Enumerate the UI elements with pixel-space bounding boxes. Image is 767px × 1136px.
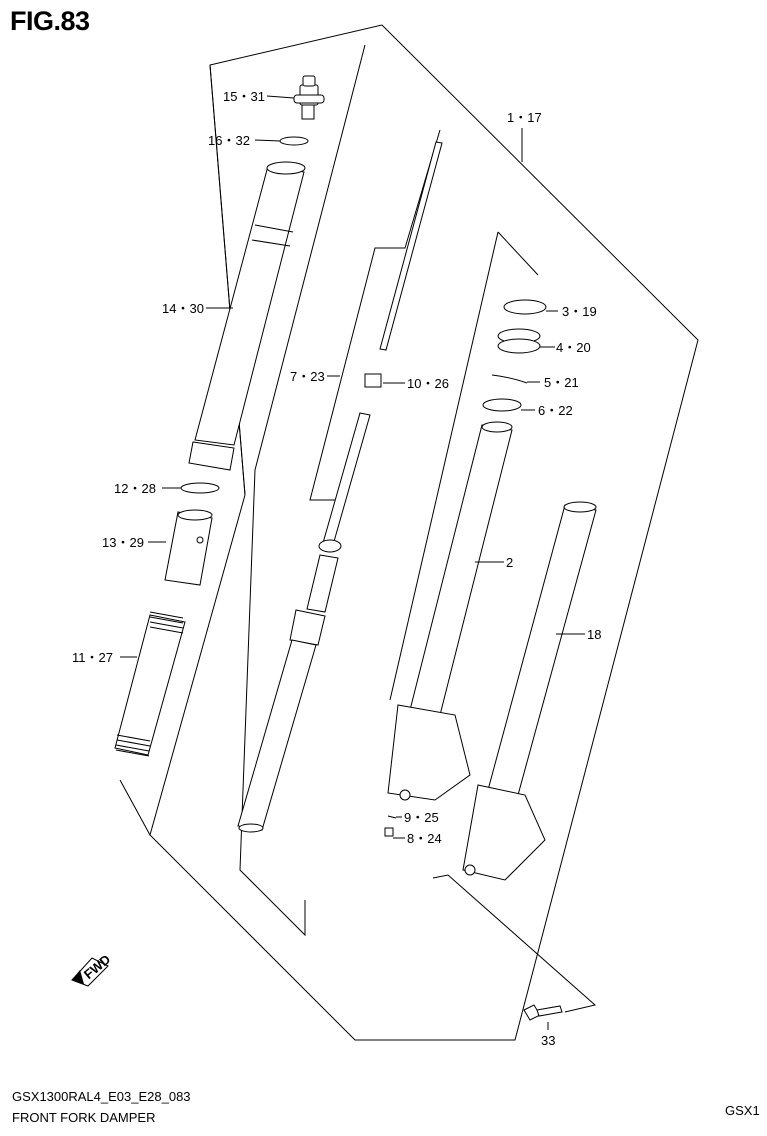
rod-frame <box>309 129 441 501</box>
part-2-fork-tube <box>387 421 513 801</box>
label-16-32: 16・32 <box>208 133 250 148</box>
tube-frame <box>389 231 499 701</box>
bolt-leader-frame <box>432 874 597 1013</box>
part-12-o-ring <box>180 482 220 494</box>
label-11-27: 11・27 <box>72 650 113 665</box>
label-15-31: 15・31 <box>223 89 265 104</box>
part-16-o-ring <box>279 136 309 146</box>
part-8-screw <box>384 827 394 837</box>
label-12-28: 12・28 <box>114 481 156 496</box>
label-5-21: 5・21 <box>544 375 579 390</box>
label-9-25: 9・25 <box>404 810 439 825</box>
figure-title: FIG.83 <box>10 6 90 36</box>
label-8-24: 8・24 <box>407 831 442 846</box>
part-9-washer <box>387 815 397 819</box>
leader-lines <box>120 95 585 1030</box>
part-7-damper-rod <box>237 141 443 833</box>
label-13-29: 13・29 <box>102 535 144 550</box>
part-4-oil-seal <box>497 328 541 354</box>
diagram-code: GSX1300RAL4_E03_E28_083 <box>12 1089 191 1104</box>
model-code: GSX1 <box>725 1103 760 1118</box>
rod-frame-lower <box>239 44 366 937</box>
label-10-26: 10・26 <box>407 376 449 391</box>
part-15-adjuster <box>293 75 325 120</box>
part-5-clip <box>491 374 528 384</box>
assembly-boundary <box>149 24 699 1041</box>
label-6-22: 6・22 <box>538 403 573 418</box>
label-33: 33 <box>541 1033 555 1048</box>
label-3-19: 3・19 <box>562 304 597 319</box>
part-13-sleeve <box>164 509 213 586</box>
part-14-cap-tube <box>188 161 306 471</box>
label-4-20: 4・20 <box>556 340 591 355</box>
label-2: 2 <box>506 555 513 570</box>
left-lower-frame <box>119 779 151 836</box>
label-14-30: 14・30 <box>162 301 204 316</box>
part-6-bushing <box>482 398 522 412</box>
tube-frame-top <box>497 231 539 276</box>
fwd-arrow-icon: FWD <box>71 951 113 987</box>
label-18: 18 <box>587 627 601 642</box>
part-33-bolt <box>523 1004 563 1021</box>
label-7-23: 7・23 <box>290 369 325 384</box>
part-11-spring <box>114 611 186 757</box>
part-18-fork-tube <box>462 501 597 881</box>
part-3-seal <box>503 299 547 315</box>
part-10-nut <box>364 373 382 388</box>
label-1-17: 1・17 <box>507 110 542 125</box>
diagram-name: FRONT FORK DAMPER <box>12 1110 156 1125</box>
